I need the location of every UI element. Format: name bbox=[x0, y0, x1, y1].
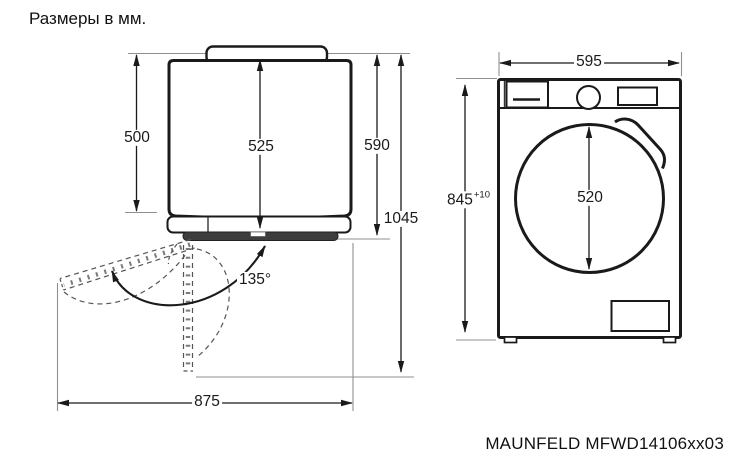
dim-845-value: 845 bbox=[447, 191, 473, 209]
dim-label-595: 595 bbox=[574, 52, 604, 71]
dim-label-1045: 1045 bbox=[381, 209, 421, 228]
program-knob bbox=[576, 85, 601, 110]
left-foot bbox=[503, 336, 518, 344]
display-panel bbox=[617, 86, 658, 106]
dim-label-875: 875 bbox=[192, 392, 222, 411]
door-open-135-dashed bbox=[59, 238, 195, 305]
plinth-band bbox=[166, 215, 352, 234]
dim-label-590: 590 bbox=[362, 136, 392, 155]
dim-label-520: 520 bbox=[575, 188, 605, 207]
detergent-drawer bbox=[505, 80, 549, 109]
door-handle bbox=[614, 117, 666, 170]
dim-label-525: 525 bbox=[246, 137, 276, 156]
door-swing-arc bbox=[111, 245, 266, 307]
side-view-drawing bbox=[59, 45, 353, 372]
door-angle-label: 135° bbox=[236, 270, 274, 289]
dim-label-845: 845+10 bbox=[445, 189, 491, 209]
units-note: Размеры в мм. bbox=[29, 9, 147, 28]
door-strip-notch bbox=[250, 231, 266, 237]
door-open-90-dashed bbox=[182, 245, 230, 372]
dim-845-tolerance: +10 bbox=[473, 189, 490, 201]
right-foot bbox=[662, 336, 677, 344]
model-number-label: MAUNFELD MFWD14106xx03 bbox=[485, 434, 724, 453]
dim-label-500: 500 bbox=[122, 128, 152, 147]
service-panel bbox=[610, 300, 670, 332]
